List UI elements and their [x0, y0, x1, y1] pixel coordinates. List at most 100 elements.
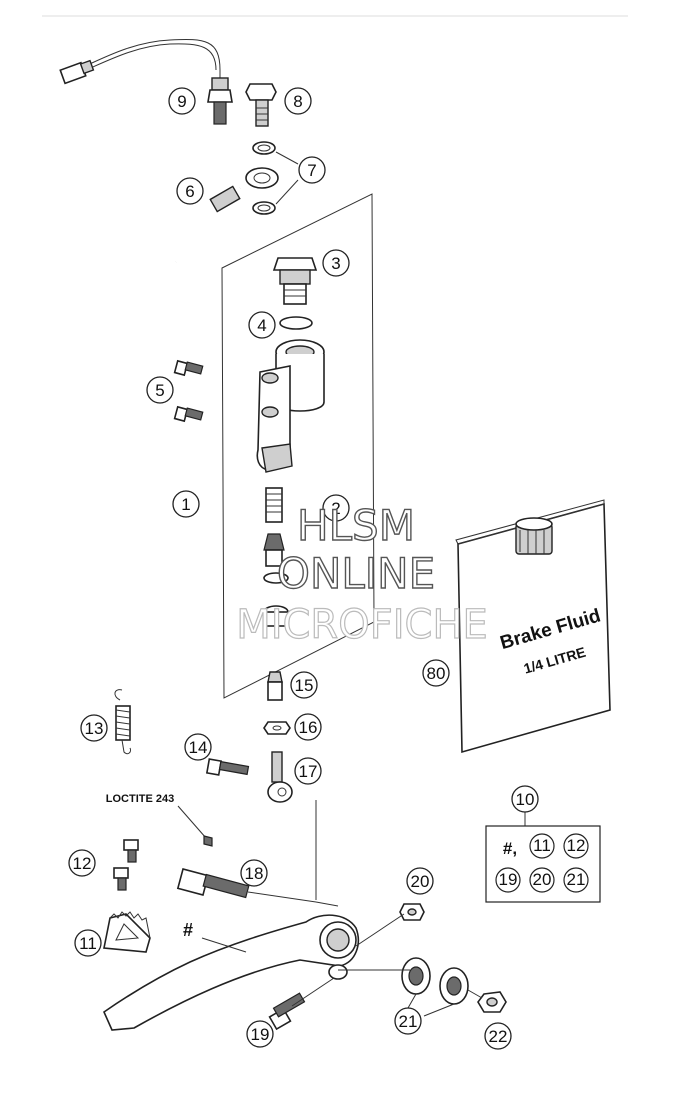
rod-end [267, 751, 293, 803]
kit-item-circle [529, 833, 555, 859]
pivot-bolt [205, 758, 250, 776]
callout-5: 5 [146, 376, 174, 404]
callout-number: 21 [399, 1012, 418, 1031]
callout-circle [422, 659, 450, 687]
kit-item-20: 20 [529, 867, 555, 893]
callout-number: 19 [251, 1025, 270, 1044]
lever-bolt [176, 867, 250, 899]
callout-circle [240, 859, 268, 887]
footpeg-screws [113, 839, 139, 891]
callout-circle [294, 757, 322, 785]
callout-number: 10 [516, 790, 535, 809]
brake-hose [173, 167, 279, 264]
callout-number: 11 [79, 934, 97, 953]
loctite-pointer [177, 805, 207, 839]
callout-number: 17 [299, 762, 318, 781]
kit-hash-label: #, [503, 839, 517, 858]
callout-6: 6 [176, 177, 204, 205]
callout-3: 3 [322, 249, 350, 277]
callout-circle [322, 249, 350, 277]
callout-8: 8 [284, 87, 312, 115]
callout-number: 5 [155, 381, 164, 400]
callout-circle [394, 1007, 422, 1035]
callout-number: 6 [185, 182, 194, 201]
return-spring [114, 689, 131, 755]
kit-item-12: 12 [563, 833, 589, 859]
callout-11: 11 [74, 929, 102, 957]
o-ring [279, 316, 313, 330]
kit-items: 11 12 19 20 21 [495, 833, 589, 893]
mounting-screws [173, 359, 204, 423]
kit-item-number: 20 [533, 870, 552, 889]
callout-80: 80 [422, 659, 450, 687]
callout-number: 18 [245, 864, 264, 883]
callout-circle [246, 1020, 274, 1048]
watermark-line1: HLSM [297, 501, 415, 550]
kit-item-circle [495, 867, 521, 893]
callout-number: 1 [181, 495, 190, 514]
callout-number: 13 [85, 719, 104, 738]
bearing-nut [477, 991, 507, 1013]
callout-number: 12 [73, 854, 92, 873]
brake-light-switch [59, 39, 233, 125]
banjo-bolt [245, 83, 277, 127]
callout-2: 2 [322, 494, 350, 522]
kit-item-circle [563, 833, 589, 859]
callout-circle [284, 87, 312, 115]
stop-bolt [268, 992, 306, 1031]
callout-16: 16 [294, 713, 322, 741]
assembly-lines [247, 800, 483, 1007]
kit-item-number: 11 [533, 836, 551, 855]
loctite-label: LOCTITE 243 [106, 793, 174, 805]
kit-item-circle [529, 867, 555, 893]
callout-number: 2 [331, 499, 340, 518]
hash-mark: # [183, 920, 193, 940]
callout-circle [80, 714, 108, 742]
callout-22: 22 [484, 1022, 512, 1050]
callout-number: 9 [177, 92, 186, 111]
push-rod [267, 671, 283, 701]
brake-pedal-lever [102, 914, 360, 1031]
callout-number: 15 [295, 676, 314, 695]
loctite-drop [203, 835, 213, 847]
kit-item-number: 12 [567, 836, 586, 855]
callout-number: 4 [257, 316, 266, 335]
callout-number: 8 [293, 92, 302, 111]
callout-circle [484, 1022, 512, 1050]
callout-21: 21 [394, 1007, 422, 1035]
callout-15: 15 [290, 671, 318, 699]
sealing-washers [252, 141, 299, 215]
callout-number: 3 [331, 254, 340, 273]
callout-19: 19 [246, 1020, 274, 1048]
callout-circle [290, 671, 318, 699]
reservoir-plug [272, 257, 318, 305]
kit-item-circle [563, 867, 589, 893]
kit-box: #, [485, 810, 601, 903]
kit-item-11: 11 [529, 833, 555, 859]
callout-number: 14 [189, 738, 208, 757]
kit-item-number: 19 [499, 870, 518, 889]
pedal-bearings [401, 957, 469, 1017]
kit-item-19: 19 [495, 867, 521, 893]
callout-number: 16 [299, 718, 318, 737]
callout-circle [68, 849, 96, 877]
callout-circle [406, 867, 434, 895]
watermark: HLSM ONLINE MICROFICHE [236, 500, 489, 648]
callout-17: 17 [294, 757, 322, 785]
callout-number: 80 [427, 664, 446, 683]
callout-circle [176, 177, 204, 205]
callout-circle [74, 929, 102, 957]
callout-circle [172, 490, 200, 518]
callout-circle [146, 376, 174, 404]
callout-7: 7 [298, 156, 326, 184]
piston-kit [263, 487, 289, 627]
callout-number: 20 [411, 872, 430, 891]
callout-1: 1 [172, 490, 200, 518]
callout-number: 7 [307, 161, 316, 180]
brake-pedal-step [103, 911, 151, 953]
assembly-outline [221, 193, 375, 699]
callout-12: 12 [68, 849, 96, 877]
kit-item-number: 21 [567, 870, 586, 889]
